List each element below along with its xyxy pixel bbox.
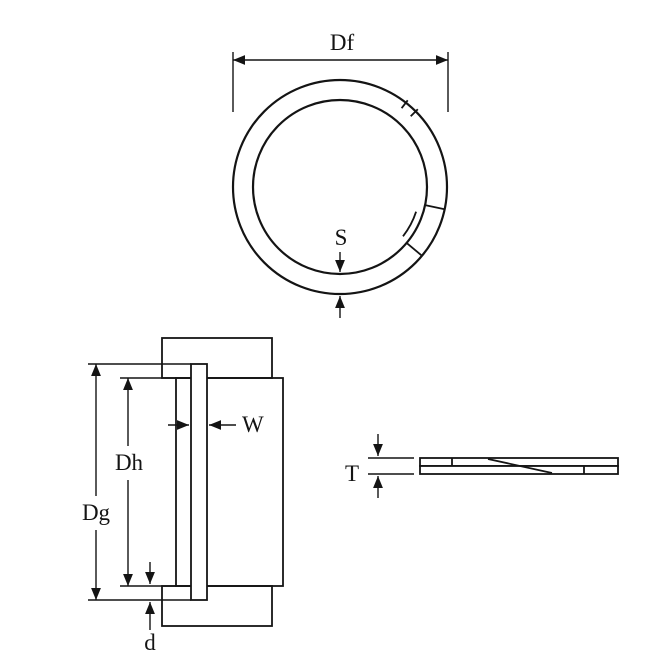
ring-outer-edge — [231, 78, 449, 296]
dim-thickness: T — [345, 434, 414, 498]
label-s: S — [335, 225, 348, 250]
ring-section-strip — [190, 363, 208, 601]
ring-front-view — [231, 78, 449, 296]
label-w: W — [242, 412, 264, 437]
spiral-end-marks — [400, 99, 445, 257]
edge-turn-lower — [419, 465, 619, 475]
ring-edge-view — [419, 457, 619, 475]
label-dg: Dg — [82, 500, 111, 525]
section-view — [161, 337, 284, 627]
edge-spiral-crossover — [487, 458, 553, 474]
dim-ring-width: W — [168, 412, 264, 437]
edge-turn-upper — [419, 457, 619, 467]
label-dh: Dh — [115, 450, 144, 475]
dim-radial-wall: S — [335, 225, 348, 318]
dim-free-diameter: Df — [232, 30, 449, 112]
housing-lower — [161, 585, 273, 627]
housing-upper — [161, 337, 273, 379]
label-d: d — [144, 630, 156, 655]
label-t: T — [345, 461, 359, 486]
dim-bore-diameter: Dh — [115, 377, 176, 587]
dim-groove-depth: d — [144, 562, 156, 655]
ring-inner-edge — [251, 98, 429, 276]
dim-groove-diameter: Dg — [82, 363, 191, 601]
label-df: Df — [330, 30, 355, 55]
